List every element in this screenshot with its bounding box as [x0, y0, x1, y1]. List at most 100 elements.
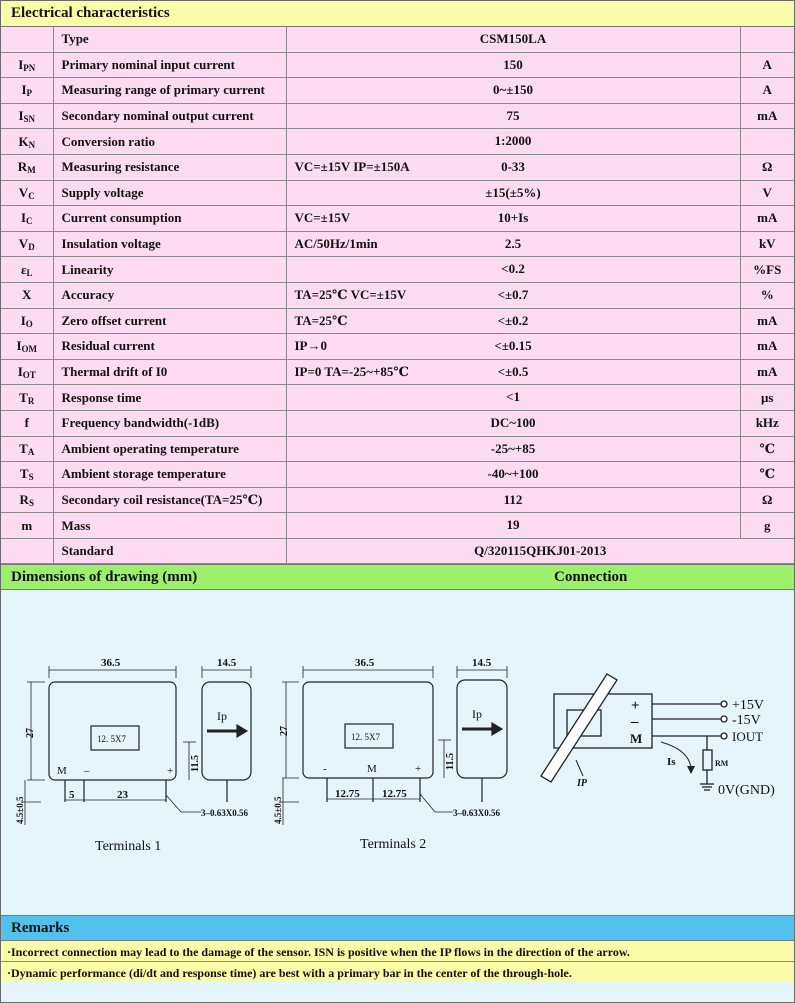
condition-text: IP=0 TA=-25~+85℃ [294, 363, 410, 379]
t2-width-label: 36.5 [355, 657, 375, 669]
symbol-cell: f [1, 409, 54, 437]
param-cell: Residual current [52, 333, 287, 360]
param-cell: Current consumption [52, 205, 287, 232]
param-cell: Conversion ratio [52, 128, 287, 155]
symbol-cell: RS [1, 486, 54, 514]
param-cell: Response time [52, 384, 287, 411]
symbol-main: T [19, 466, 29, 482]
symbol-subscript: R [27, 395, 35, 406]
param-cell: Measuring range of primary current [52, 77, 287, 104]
value-cell: TA=25℃ VC=±15V <±0.7 [285, 281, 741, 309]
drawing-area: 36.5 14.5 27 12. 5X7 11.5 M – + 5 23 3–0… [1, 590, 794, 916]
symbol-main: I [18, 108, 24, 124]
t1-depth-label: 14.5 [217, 657, 237, 669]
symbol-main: ε [20, 261, 27, 277]
conn-ip: IP [576, 778, 588, 789]
drawing-svg: 36.5 14.5 27 12. 5X7 11.5 M – + 5 23 3–0… [15, 657, 775, 854]
symbol-cell: VC [1, 179, 54, 207]
value-text: 10+Is [497, 210, 529, 226]
value-text: <±0.7 [497, 286, 529, 302]
symbol-cell: IP [1, 77, 54, 104]
symbol-cell [1, 27, 54, 53]
value-text: 2.5 [504, 235, 522, 251]
param-cell: Secondary nominal output current [52, 102, 287, 130]
t1-pin-minus: – [83, 765, 90, 777]
t1-height-label: 27 [25, 728, 36, 738]
unit-cell: Ω [739, 153, 794, 181]
value-cell: IP=0 TA=-25~+85℃ <±0.5 [285, 358, 741, 386]
dimensions-title: Dimensions of drawing (mm) [11, 569, 198, 586]
terminals-2-drawing [279, 666, 508, 826]
unit-cell: A [739, 51, 794, 79]
condition-text: IP→0 [294, 338, 328, 354]
remarks-header: Remarks [1, 915, 794, 942]
param-cell: Frequency bandwidth(-1dB) [52, 409, 287, 437]
unit-cell: Ω [739, 486, 794, 514]
connection-labels: + – M +15V -15V IOUT Is RM 0V(GND) IP [576, 698, 775, 798]
param-cell: Accuracy [52, 281, 287, 309]
symbol-subscript: N [28, 139, 36, 150]
electrical-characteristics-header: Electrical characteristics [1, 1, 794, 27]
t2-pin-m: M [367, 763, 377, 775]
symbol-subscript: OM [21, 344, 38, 355]
unit-cell: ℃ [739, 461, 794, 488]
value-text: 0~±150 [493, 82, 533, 98]
symbol-main: T [19, 440, 28, 456]
symbol-subscript: C [26, 216, 33, 227]
value-cell: -25~+85 [285, 435, 741, 463]
t2-pin-minus: - [323, 763, 327, 775]
t1-arrow-label: Ip [217, 709, 227, 723]
param-cell: Supply voltage [52, 179, 287, 207]
value-text: 19 [506, 517, 520, 533]
t2-label-box: 12. 5X7 [351, 732, 380, 742]
connection-diagram [540, 673, 728, 792]
condition-text: VC=±15V [294, 210, 351, 226]
value-cell: 0~±150 [285, 77, 741, 104]
value-cell: Q/320115QHKJ01-2013 [285, 537, 794, 565]
value-text: <±0.5 [497, 363, 529, 379]
value-cell: <1 [285, 384, 741, 411]
symbol-main: I [18, 56, 24, 72]
symbol-subscript: OT [22, 370, 36, 381]
param-cell: Primary nominal input current [52, 51, 287, 79]
value-cell: 150 [285, 51, 741, 79]
remarks-title: Remarks [11, 919, 70, 936]
symbol-subscript: S [28, 472, 34, 483]
unit-cell: g [739, 512, 794, 539]
value-text: <0.2 [501, 261, 525, 277]
param-cell: Standard [52, 537, 287, 565]
value-text: 0-33 [501, 158, 525, 174]
value-text: -40~+100 [487, 466, 539, 482]
table-row-type: Type CSM150LA [1, 27, 794, 53]
value-cell: AC/50Hz/1min 2.5 [285, 230, 741, 258]
symbol-subscript: O [25, 318, 33, 329]
t1-pin-length: 4.5±0.5 [15, 797, 25, 825]
symbol-main: V [18, 184, 29, 200]
condition-text: TA=25℃ VC=±15V [294, 286, 407, 302]
symbol-subscript: A [27, 446, 35, 457]
t2-height-label: 27 [279, 726, 290, 736]
conn-m-sign: M [630, 731, 642, 746]
t2-dim-a: 12.75 [335, 788, 360, 800]
terminals-2-caption: Terminals 2 [360, 837, 426, 852]
symbol-main: R [17, 159, 28, 175]
symbol-main: I [20, 312, 26, 328]
symbol-cell [1, 537, 54, 565]
drawing-header: Dimensions of drawing (mm) Connection [1, 564, 794, 591]
terminals-1-labels: 36.5 14.5 27 12. 5X7 11.5 M – + 5 23 3–0… [15, 657, 248, 854]
value-text: -25~+85 [490, 440, 536, 456]
t2-lead-note: 3–0.63X0.56 [453, 808, 500, 818]
value-cell: IP→0<±0.15 [285, 333, 741, 360]
condition-text: AC/50Hz/1min [294, 235, 378, 251]
